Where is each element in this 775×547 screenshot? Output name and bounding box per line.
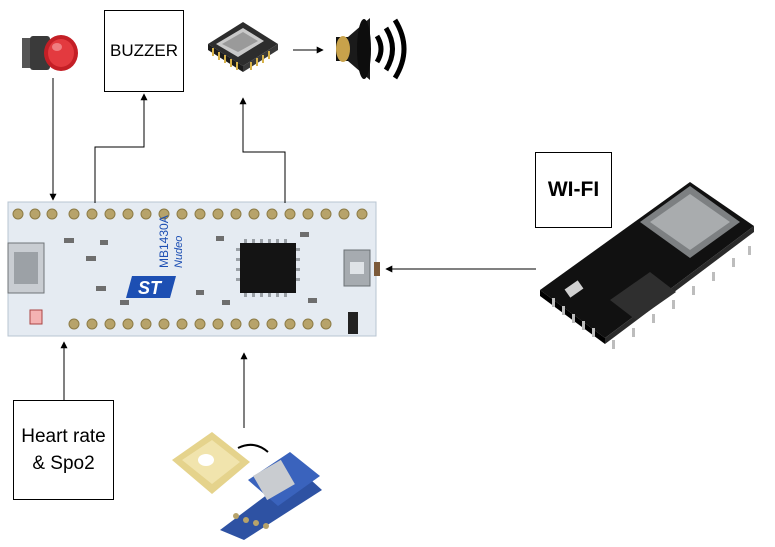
buzzer-label: BUZZER	[110, 41, 178, 60]
arrow-board-to-buzzer	[94, 93, 148, 203]
gps-module-icon	[172, 432, 322, 540]
buzzer-box: BUZZER	[104, 10, 184, 92]
connection-arrows	[49, 46, 536, 428]
push-button-icon	[22, 35, 78, 71]
nucleo-board: ST MB1430A Nudeo	[7, 201, 380, 337]
heart-rate-label: Heart rate & Spo2	[21, 426, 106, 474]
heart-rate-box: Heart rate & Spo2	[13, 400, 114, 500]
st-logo-text: ST	[138, 278, 163, 298]
wifi-box: WI-FI	[535, 152, 612, 228]
st-logo: ST	[126, 276, 176, 298]
wifi-label: WI-FI	[547, 178, 600, 201]
board-brand-label: Nudeo	[173, 236, 185, 268]
speaker-icon	[336, 18, 407, 80]
arrow-board-to-mp3	[239, 97, 286, 203]
esp32-wifi-module-icon	[540, 182, 754, 349]
mp3-module-icon	[208, 22, 278, 72]
board-model-label: MB1430A	[157, 215, 171, 268]
